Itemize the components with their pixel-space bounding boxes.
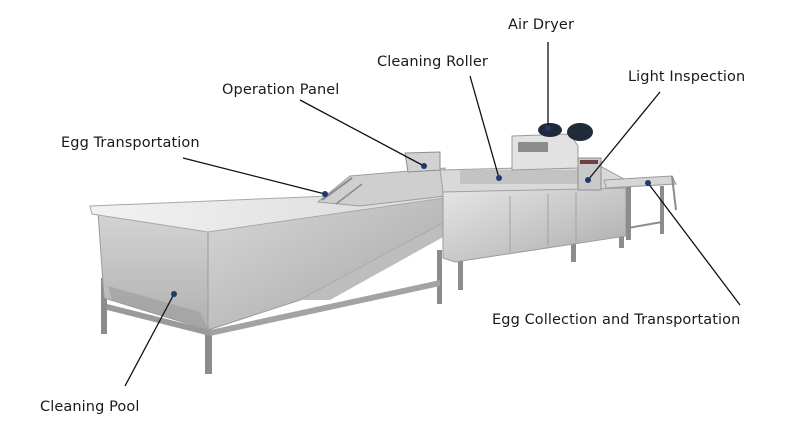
washer-leg	[458, 258, 463, 290]
marker-operation-panel	[421, 163, 427, 169]
egg-transport-conveyor	[316, 167, 446, 207]
marker-dots	[171, 125, 651, 297]
roller-band	[460, 170, 580, 184]
pool-bottom-shade	[108, 286, 208, 330]
collection-leg	[660, 186, 664, 234]
marker-egg-collection	[645, 180, 651, 186]
conveyor-rail	[321, 177, 353, 201]
dryer-vent	[518, 142, 548, 152]
pool-leg	[205, 300, 212, 374]
washing-section	[439, 123, 627, 290]
inspection-top-strip	[580, 160, 598, 164]
pool-rail	[107, 304, 210, 336]
label-air-dryer: Air Dryer	[508, 17, 575, 33]
leader-cleaning-roller	[469, 75, 500, 179]
washer-side-panel	[442, 185, 627, 263]
leader-operation-panel	[299, 99, 425, 167]
leader-light-inspection	[587, 91, 661, 181]
label-cleaning-pool: Cleaning Pool	[40, 399, 140, 415]
leader-lines	[124, 42, 741, 387]
marker-cleaning-roller	[496, 175, 502, 181]
marker-cleaning-pool	[171, 291, 177, 297]
cleaning-pool-tank	[89, 191, 446, 374]
label-cleaning-roller: Cleaning Roller	[377, 54, 488, 70]
leader-egg-transportation	[182, 157, 326, 195]
marker-light-inspection	[585, 177, 591, 183]
label-operation-panel: Operation Panel	[222, 82, 340, 98]
panel-housing	[404, 151, 441, 173]
pool-leg	[437, 250, 442, 304]
light-inspection-box	[577, 157, 602, 191]
leader-egg-collection	[647, 182, 741, 306]
collection-leg	[626, 184, 631, 240]
pool-leg	[101, 278, 107, 334]
egg-collection-table	[603, 175, 677, 240]
label-light-inspection: Light Inspection	[628, 69, 746, 85]
pool-hopper-bottom	[300, 222, 445, 300]
collection-surface	[603, 175, 677, 189]
collection-guard	[671, 175, 677, 211]
marker-air-dryer	[545, 125, 551, 131]
pool-rail	[210, 280, 440, 336]
operation-panel-box	[404, 151, 441, 173]
leader-cleaning-pool	[124, 293, 175, 387]
collection-rail	[627, 221, 663, 229]
label-egg-collection-and-transportation: Egg Collection and Transportation	[492, 312, 741, 328]
conveyor-rail	[335, 183, 363, 205]
label-egg-transportation: Egg Transportation	[61, 135, 200, 151]
dryer-fan-right	[567, 123, 593, 141]
washer-leg	[571, 240, 576, 262]
marker-egg-transportation	[322, 191, 328, 197]
